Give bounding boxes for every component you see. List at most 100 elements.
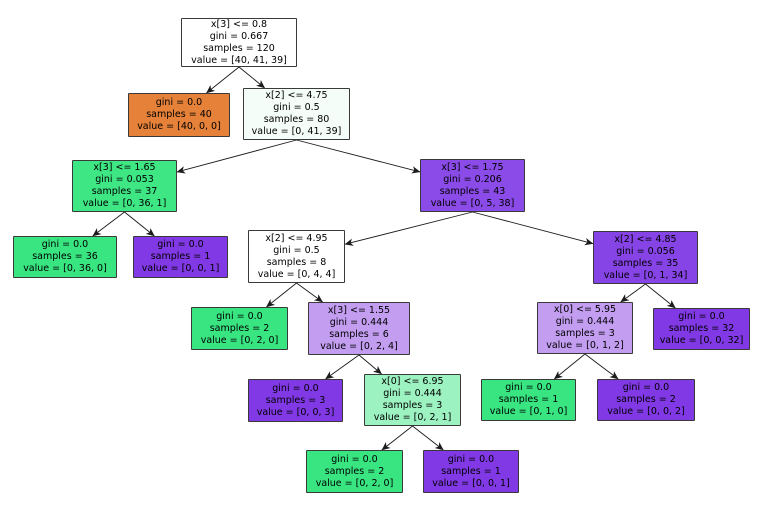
node-line: samples = 2 [209, 322, 270, 334]
node-line: value = [0, 0, 1] [432, 477, 510, 489]
node-line: x[3] <= 1.55 [327, 304, 391, 316]
node-line: value = [0, 0, 3] [256, 406, 335, 418]
node-line: samples = 43 [439, 185, 506, 197]
tree-edge-n4-n7 [344, 211, 473, 246]
tree-edge-n3-n5 [92, 211, 125, 237]
node-line: samples = 2 [324, 465, 385, 477]
node-line: gini = 0.444 [383, 388, 442, 399]
node-line: value = [0, 5, 38] [430, 197, 515, 209]
tree-edge-n11-n16 [584, 353, 619, 380]
tree-edge-n7-n10 [296, 282, 323, 303]
node-line: samples = 3 [382, 400, 443, 411]
tree-edge-n2-n3 [176, 139, 297, 174]
node-line: x[2] <= 4.85 [614, 233, 677, 245]
node-line: value = [0, 1, 2] [546, 340, 624, 351]
node-line: gini = 0.444 [329, 316, 389, 328]
node-line: gini = 0.0 [272, 382, 319, 394]
node-line: samples = 32 [668, 323, 735, 334]
tree-edge-n11-n15 [553, 353, 586, 380]
tree-edge-n4-n8 [472, 211, 594, 246]
node-line: samples = 8 [266, 256, 327, 268]
node-line: value = [0, 0, 2] [607, 406, 685, 417]
node-line: samples = 1 [441, 465, 501, 477]
node-line: gini = 0.0 [505, 382, 552, 393]
tree-edge-n3-n6 [124, 211, 155, 237]
tree-edge-group [92, 66, 676, 451]
node-line: gini = 0.0 [157, 239, 204, 250]
node-line: x[0] <= 5.95 [553, 304, 617, 315]
node-line: samples = 2 [616, 394, 676, 405]
tree-edge-n0-n1 [206, 66, 240, 94]
node-line: gini = 0.206 [443, 173, 502, 185]
node-line: samples = 1 [498, 394, 559, 405]
node-line: value = [40, 41, 39] [191, 54, 287, 66]
node-line: x[0] <= 6.95 [381, 376, 444, 387]
node-line: value = [0, 2, 1] [373, 412, 452, 423]
node-line: x[2] <= 4.95 [265, 232, 328, 244]
node-line: gini = 0.0 [331, 453, 378, 465]
node-line: gini = 0.0 [447, 453, 495, 465]
tree-edge-n2-n4 [296, 139, 421, 174]
node-line: gini = 0.0 [41, 239, 89, 250]
node-line: samples = 3 [555, 328, 615, 339]
node-line: x[3] <= 1.65 [93, 162, 156, 173]
tree-edge-n10-n13 [325, 354, 360, 380]
node-line: samples = 120 [203, 42, 275, 54]
node-line: samples = 35 [612, 257, 679, 269]
node-line: samples = 40 [146, 109, 212, 120]
node-line: x[2] <= 4.75 [265, 90, 328, 101]
node-line: x[3] <= 1.75 [441, 161, 504, 173]
tree-edge-n8-n11 [620, 283, 646, 303]
node-line: samples = 36 [32, 251, 98, 262]
node-line: x[3] <= 0.8 [210, 18, 268, 30]
node-line: value = [0, 2, 0] [200, 334, 279, 346]
node-line: value = [0, 0, 32] [659, 335, 744, 346]
node-line: value = [0, 1, 0] [489, 406, 568, 417]
node-line: gini = 0.0 [155, 97, 203, 108]
node-line: value = [0, 1, 34] [603, 269, 688, 281]
node-line: gini = 0.056 [616, 245, 675, 257]
node-line: value = [0, 4, 4] [257, 268, 336, 280]
tree-edge-n14-n18 [412, 425, 444, 451]
node-line: samples = 1 [150, 251, 211, 262]
node-line: samples = 37 [91, 186, 158, 197]
node-line: value = [0, 36, 1] [82, 198, 167, 209]
tree-edge-n7-n9 [266, 282, 297, 308]
tree-edge-n8-n12 [645, 283, 676, 309]
node-line: samples = 80 [263, 114, 330, 125]
tree-edge-n14-n17 [381, 425, 413, 451]
node-line: samples = 6 [329, 328, 389, 340]
node-line: gini = 0.667 [209, 30, 269, 42]
node-line: gini = 0.0 [678, 311, 725, 322]
node-line: value = [0, 0, 1] [141, 263, 220, 274]
node-line: gini = 0.0 [622, 382, 670, 393]
node-line: gini = 0.444 [555, 316, 615, 327]
node-line: value = [40, 0, 0] [137, 121, 221, 132]
node-line: gini = 0.5 [273, 244, 320, 256]
node-line: gini = 0.5 [273, 102, 320, 113]
tree-edge-n0-n2 [238, 66, 266, 89]
node-line: value = [0, 41, 39] [251, 126, 342, 137]
node-line: value = [0, 2, 4] [320, 340, 398, 352]
